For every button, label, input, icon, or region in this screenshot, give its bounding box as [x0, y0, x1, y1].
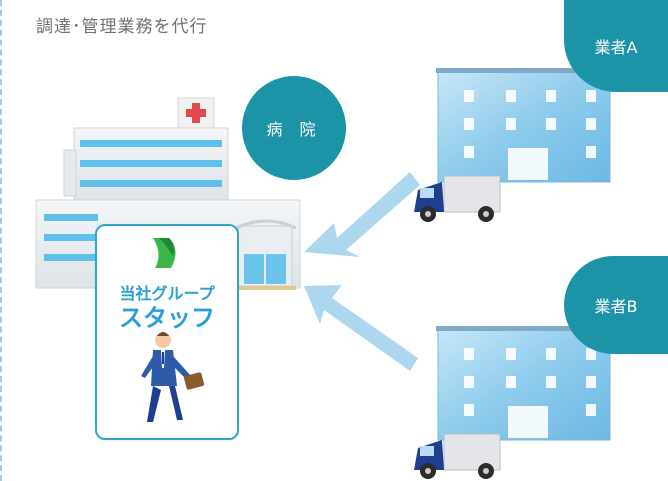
businessman-icon [141, 332, 205, 422]
vendor-b-badge: 業者B [564, 256, 668, 354]
vendor-a-badge: 業者A [564, 0, 668, 92]
dashed-left-border [0, 0, 2, 481]
arrow-from-vendor-a [304, 172, 420, 257]
vendor-a-label: 業者A [594, 38, 638, 57]
staff-card: 当社グループ スタッフ [95, 224, 239, 440]
vendor-b-label: 業者B [594, 297, 638, 316]
vendor-building-icon [436, 68, 612, 183]
vendor-building-icon [436, 326, 612, 441]
company-logo-icon [153, 238, 176, 268]
hospital-building-icon [35, 97, 301, 290]
hospital-label: 病 院 [266, 120, 322, 139]
delivery-truck-icon [414, 433, 501, 479]
hospital-badge: 病 院 [242, 76, 346, 180]
staff-group-label: 当社グループ [119, 284, 215, 303]
staff-card-graphics [141, 238, 205, 422]
arrow-from-vendor-b [304, 285, 418, 371]
delivery-truck-icon [414, 175, 501, 222]
page-heading: 調達･管理業務を代行 [36, 17, 208, 37]
staff-label: スタッフ [119, 304, 215, 332]
